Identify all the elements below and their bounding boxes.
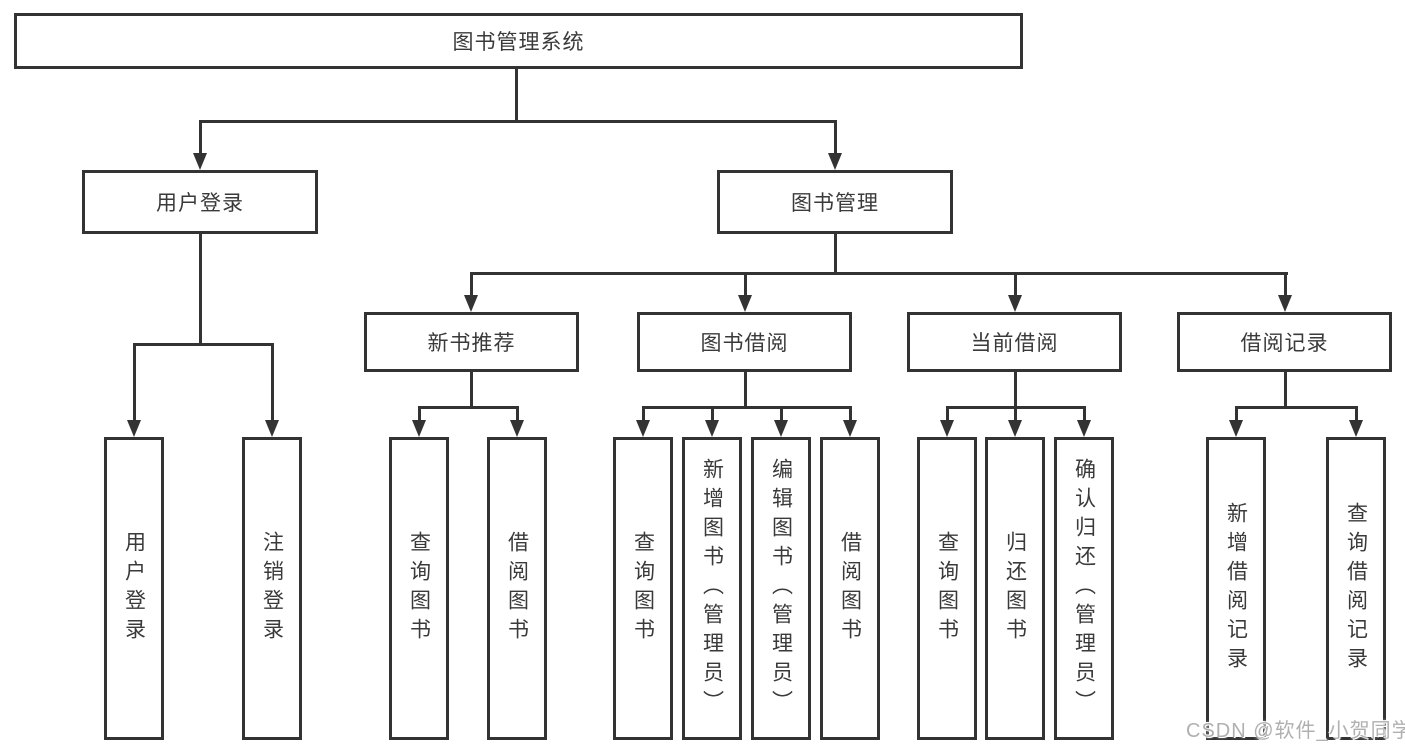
leaf-return-book-label: 归还图书 bbox=[1003, 530, 1027, 647]
leaf-borrow-books-recommend: 借阅图书 bbox=[487, 437, 547, 740]
leaf-confirm-return-admin: 确认归还（管理员） bbox=[1054, 437, 1114, 740]
arrowhead-icon bbox=[828, 153, 842, 170]
arrowhead-icon bbox=[636, 420, 650, 437]
node-book-borrow-label: 图书借阅 bbox=[700, 332, 789, 355]
leaf-add-borrow-record: 新增借阅记录 bbox=[1206, 437, 1266, 740]
connector-line bbox=[1235, 406, 1238, 424]
connector-line bbox=[418, 406, 421, 424]
node-borrow-records-label: 借阅记录 bbox=[1240, 332, 1329, 355]
arrowhead-icon bbox=[705, 420, 719, 437]
arrowhead-icon bbox=[193, 153, 207, 170]
connector-line bbox=[133, 343, 136, 423]
leaf-borrow-books-label: 借阅图书 bbox=[838, 530, 862, 647]
leaf-edit-book-admin-label: 编辑图书（管理员） bbox=[769, 458, 793, 719]
leaf-logout-label: 注销登录 bbox=[260, 530, 284, 647]
connector-line bbox=[849, 406, 852, 424]
connector-line bbox=[199, 120, 837, 123]
connector-line bbox=[470, 272, 473, 298]
connector-line bbox=[133, 343, 274, 346]
connector-line bbox=[780, 406, 783, 424]
leaf-add-book-admin: 新增图书（管理员） bbox=[682, 437, 742, 740]
arrowhead-icon bbox=[265, 420, 279, 437]
arrowhead-icon bbox=[774, 420, 788, 437]
node-borrow-records: 借阅记录 bbox=[1177, 312, 1392, 372]
arrowhead-icon bbox=[510, 420, 524, 437]
connector-line bbox=[470, 372, 473, 408]
leaf-return-book: 归还图书 bbox=[985, 437, 1045, 740]
node-new-book-recommend: 新书推荐 bbox=[364, 312, 579, 372]
arrowhead-icon bbox=[127, 420, 141, 437]
arrowhead-icon bbox=[738, 295, 752, 312]
leaf-query-books-borrow: 查询图书 bbox=[613, 437, 673, 740]
leaf-query-books-current-label: 查询图书 bbox=[935, 530, 959, 647]
connector-line bbox=[744, 272, 747, 298]
connector-line bbox=[834, 234, 837, 274]
connector-line bbox=[1014, 372, 1017, 408]
node-book-mgmt-label: 图书管理 bbox=[791, 192, 879, 215]
connector-line bbox=[199, 120, 202, 156]
connector-line bbox=[418, 406, 519, 409]
leaf-query-books-current: 查询图书 bbox=[917, 437, 977, 740]
node-user-login: 用户登录 bbox=[82, 170, 318, 234]
node-root-label: 图书管理系统 bbox=[452, 31, 585, 54]
node-current-borrow-label: 当前借阅 bbox=[970, 332, 1059, 355]
node-new-book-recommend-label: 新书推荐 bbox=[427, 332, 516, 355]
connector-line bbox=[1284, 272, 1287, 298]
leaf-query-borrow-record-label: 查询借阅记录 bbox=[1344, 501, 1368, 676]
connector-line bbox=[1014, 406, 1017, 424]
leaf-user-login: 用户登录 bbox=[104, 437, 164, 740]
connector-line bbox=[199, 234, 202, 344]
leaf-query-borrow-record: 查询借阅记录 bbox=[1326, 437, 1386, 740]
connector-line bbox=[711, 406, 714, 424]
node-book-borrow: 图书借阅 bbox=[637, 312, 852, 372]
arrowhead-icon bbox=[1349, 420, 1363, 437]
connector-line bbox=[1083, 406, 1086, 424]
leaf-add-book-admin-label: 新增图书（管理员） bbox=[700, 458, 724, 719]
connector-line bbox=[834, 120, 837, 156]
watermark: CSDN @软件_小贺同学 bbox=[1186, 720, 1405, 742]
arrowhead-icon bbox=[940, 420, 954, 437]
arrowhead-icon bbox=[1077, 420, 1091, 437]
connector-line bbox=[1235, 406, 1357, 409]
leaf-query-books-recommend: 查询图书 bbox=[389, 437, 449, 740]
connector-line bbox=[1284, 372, 1287, 408]
connector-line bbox=[515, 69, 518, 122]
leaf-user-login-label: 用户登录 bbox=[122, 530, 146, 647]
connector-line bbox=[470, 272, 1288, 275]
node-user-login-label: 用户登录 bbox=[156, 192, 244, 215]
arrowhead-icon bbox=[412, 420, 426, 437]
arrowhead-icon bbox=[1229, 420, 1243, 437]
node-current-borrow: 当前借阅 bbox=[907, 312, 1122, 372]
leaf-query-books-recommend-label: 查询图书 bbox=[407, 530, 431, 647]
connector-line bbox=[744, 372, 747, 408]
leaf-edit-book-admin: 编辑图书（管理员） bbox=[751, 437, 811, 740]
arrowhead-icon bbox=[1008, 420, 1022, 437]
leaf-logout: 注销登录 bbox=[242, 437, 302, 740]
arrowhead-icon bbox=[1008, 295, 1022, 312]
leaf-confirm-return-admin-label: 确认归还（管理员） bbox=[1072, 458, 1096, 719]
connector-line bbox=[1014, 272, 1017, 298]
leaf-borrow-books: 借阅图书 bbox=[820, 437, 880, 740]
connector-line bbox=[516, 406, 519, 424]
arrowhead-icon bbox=[843, 420, 857, 437]
connector-line bbox=[946, 406, 949, 424]
arrowhead-icon bbox=[1278, 295, 1292, 312]
connector-line bbox=[271, 343, 274, 423]
connector-line bbox=[642, 406, 645, 424]
leaf-query-books-borrow-label: 查询图书 bbox=[631, 530, 655, 647]
arrowhead-icon bbox=[464, 295, 478, 312]
node-book-mgmt: 图书管理 bbox=[717, 170, 953, 234]
node-root: 图书管理系统 bbox=[14, 13, 1023, 69]
leaf-add-borrow-record-label: 新增借阅记录 bbox=[1224, 501, 1248, 676]
connector-line bbox=[1355, 406, 1358, 424]
connector-line bbox=[642, 406, 851, 409]
leaf-borrow-books-recommend-label: 借阅图书 bbox=[505, 530, 529, 647]
